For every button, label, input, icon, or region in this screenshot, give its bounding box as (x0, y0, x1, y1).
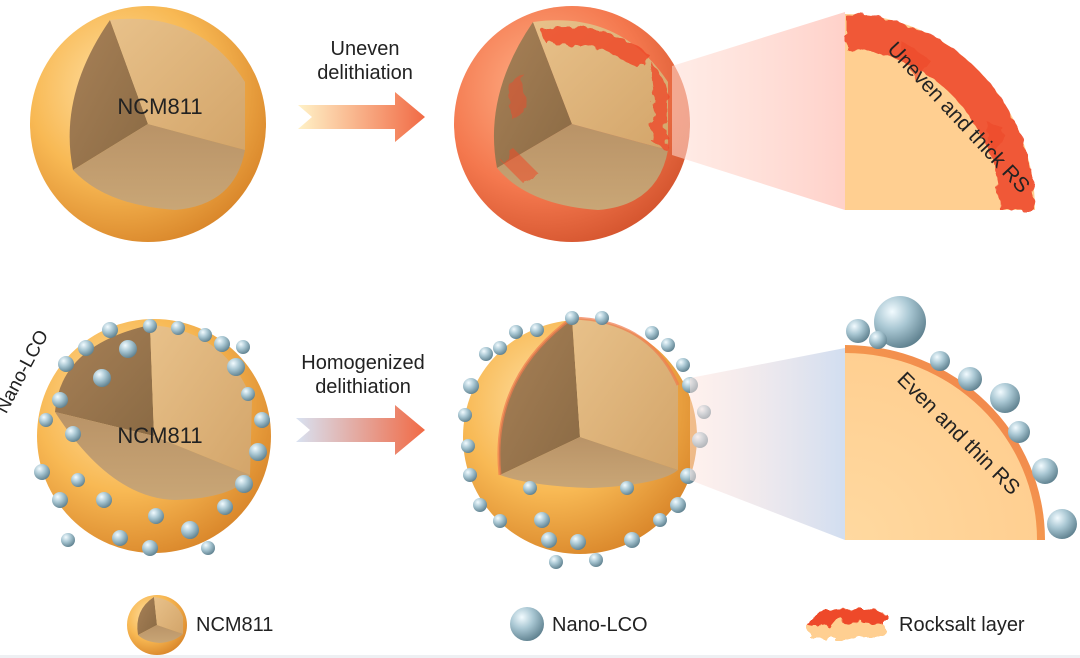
delithiated-sphere-top (454, 6, 690, 242)
ncm811-sphere-top (30, 6, 266, 242)
zoom-beam-bottom (690, 348, 845, 540)
uneven-rocksalt-patches (500, 27, 668, 185)
zoom-beam-top (672, 12, 845, 210)
legend-rocksalt-label: Rocksalt layer (899, 614, 1025, 636)
quarter-section-bottom (845, 296, 1077, 540)
delithiation-arrow-top (298, 92, 425, 142)
legend-ncm-icon (127, 595, 187, 655)
coated-ncm811-sphere (34, 319, 271, 556)
ncm811-label-top: NCM811 (117, 94, 203, 119)
delithiation-arrow-bottom (296, 405, 425, 455)
process-label-bottom-line1: Homogenized (301, 352, 425, 374)
legend-lco-icon (510, 607, 544, 641)
ncm811-label-bottom: NCM811 (117, 423, 203, 448)
process-label-bottom-line2: delithiation (315, 376, 411, 398)
bottom-divider (0, 655, 1080, 658)
coated-delithiated-sphere (458, 311, 711, 569)
process-label-top-line1: Uneven (330, 38, 400, 60)
legend-ncm-label: NCM811 (196, 614, 274, 636)
nano-lco-particles-left (34, 319, 270, 556)
process-label-top-line2: delithiation (317, 62, 413, 84)
process-label-bottom: Homogenized delithiation (283, 351, 443, 399)
nano-lco-particles-zoom (846, 296, 1077, 539)
quarter-section-top (845, 14, 1035, 210)
process-label-top: Uneven delithiation (295, 37, 435, 85)
legend-lco-label: Nano-LCO (552, 614, 648, 636)
legend-rocksalt-icon (810, 608, 885, 638)
